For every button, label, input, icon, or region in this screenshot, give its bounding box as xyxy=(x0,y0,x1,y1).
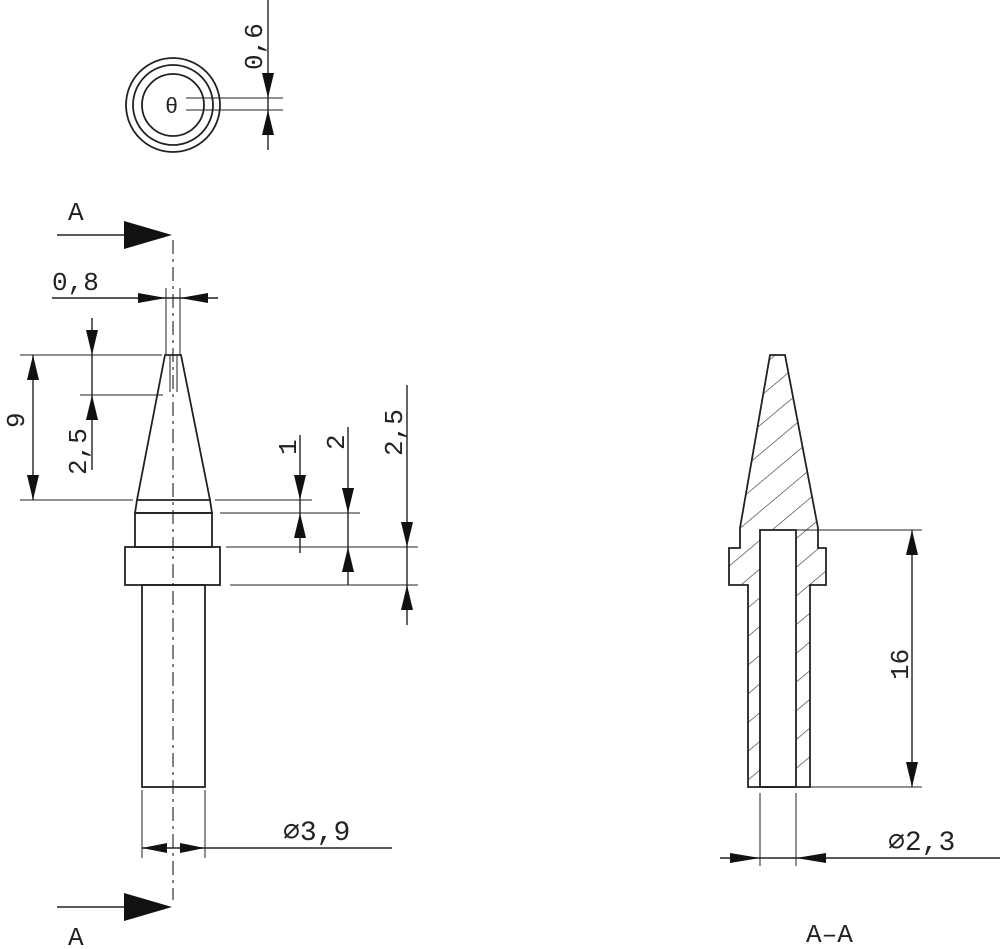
bore-diameter-label: ∅2,3 xyxy=(888,828,955,859)
bore xyxy=(759,529,797,788)
shank xyxy=(141,584,206,788)
section-arrow-bottom xyxy=(124,893,172,921)
section-label: A–A xyxy=(806,920,853,949)
collar-height-label: 1 xyxy=(274,439,304,455)
shank-diameter-label: ∅3,9 xyxy=(283,818,350,849)
step-height-label: 2 xyxy=(322,434,352,450)
side-view: A A 0,8 9 2,5 xyxy=(2,198,418,949)
section-label-top: A xyxy=(68,198,84,228)
outer-circle xyxy=(125,57,221,153)
slot-width-label: 0,6 xyxy=(240,23,270,70)
middle-circle xyxy=(132,64,214,146)
tip-width-label: 0,8 xyxy=(52,268,99,298)
inner-circle xyxy=(141,73,205,137)
ring-height-label: 2,5 xyxy=(380,409,410,456)
tip-length-label: 9 xyxy=(2,412,32,428)
section-label-bottom: A xyxy=(68,923,84,949)
section-hatching xyxy=(729,355,826,787)
section-arrow-top xyxy=(124,221,172,249)
slot-depth-label: 2,5 xyxy=(64,428,94,475)
section-view: 16 ∅2,3 A–A xyxy=(720,354,1000,949)
tip-symbol: θ xyxy=(165,95,178,120)
bore-depth-label: 16 xyxy=(886,649,916,680)
top-view: θ 0,6 xyxy=(125,0,283,153)
